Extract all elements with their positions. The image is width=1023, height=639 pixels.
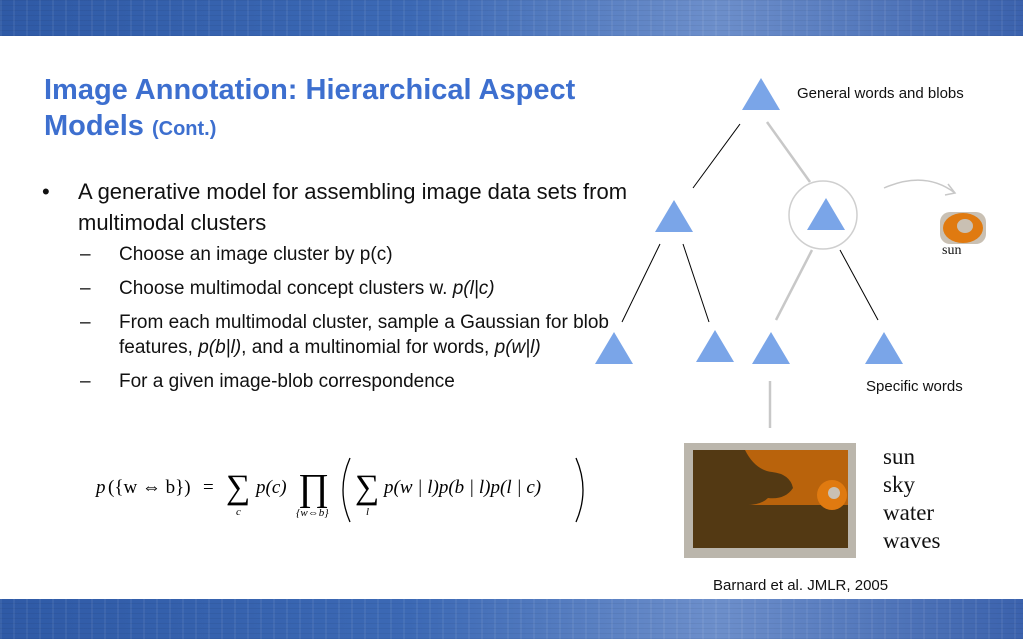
segmented-image <box>684 443 856 558</box>
tree-edge <box>692 123 741 189</box>
big-paren-left <box>342 457 351 523</box>
tree-edge <box>839 249 879 321</box>
sub-bullet-italic: p(l|c) <box>452 278 495 299</box>
sub-bullet-dash: – <box>80 278 91 299</box>
main-bullet: • A generative model for assembling imag… <box>42 176 632 238</box>
sub-bullet-text-after: , and a multinomial for words, <box>241 337 495 358</box>
sub-bullet-2: – Choose multimodal concept clusters w. … <box>80 276 632 301</box>
word-item: water <box>883 500 935 525</box>
sub-bullet-dash: – <box>80 371 91 392</box>
tree-edge <box>621 243 661 323</box>
sub-bullet-text: Choose an image cluster by p(c) <box>119 244 393 265</box>
formula-inner-product: p(w | l)p(b | l)p(l | c) <box>382 477 541 498</box>
product-subscript: {w⇔b} <box>296 507 329 519</box>
word-item: waves <box>883 528 941 553</box>
sum-c-symbol: ∑ <box>226 469 250 506</box>
label-specific-words: Specific words <box>866 378 963 395</box>
formula-pc: p(c) <box>254 477 287 498</box>
sum-c-subscript: c <box>236 506 241 518</box>
slide-title: Image Annotation: Hierarchical Aspect Mo… <box>44 72 654 147</box>
tree-edge <box>682 243 710 323</box>
sub-bullet-1: – Choose an image cluster by p(c) <box>80 242 632 267</box>
label-general-words: General words and blobs <box>797 85 964 102</box>
bullet-dot: • <box>42 179 50 204</box>
sun-blob-label: sun <box>942 243 962 258</box>
highlight-circle <box>788 180 858 250</box>
big-paren-right <box>575 457 584 523</box>
probability-formula: p ({w ⇔ b}) = ∑ c p(c) ∏ {w⇔b} ∑ l p(w |… <box>94 457 584 523</box>
triangle-leaf-4 <box>865 332 903 364</box>
formula-equals: = <box>203 477 214 498</box>
bottom-banner <box>0 599 1023 639</box>
citation: Barnard et al. JMLR, 2005 <box>713 577 889 594</box>
triangle-root <box>742 78 780 110</box>
sub-bullet-italic-2: p(w|l) <box>494 337 541 358</box>
sum-l-subscript: l <box>366 506 369 518</box>
sun-blob-icon <box>940 212 986 244</box>
sub-bullet-dash: – <box>80 312 91 333</box>
bullet-list: • A generative model for assembling imag… <box>42 176 632 403</box>
triangle-mid-left <box>655 200 693 232</box>
sub-bullet-list: – Choose an image cluster by p(c) – Choo… <box>80 242 632 394</box>
sub-bullet-text: From each multimodal cluster, sample a G… <box>119 312 609 358</box>
sub-bullet-dash: – <box>80 244 91 265</box>
sum-l-symbol: ∑ <box>355 469 379 506</box>
sub-bullet-3: – From each multimodal cluster, sample a… <box>80 310 632 360</box>
formula-lhs-p: p <box>94 477 106 498</box>
triangle-leaf-3 <box>752 332 790 364</box>
highlight-edge <box>774 249 814 321</box>
sub-bullet-text: Choose multimodal concept clusters w. <box>119 278 453 299</box>
sub-bullet-text: For a given image-blob correspondence <box>119 371 455 392</box>
triangle-mid-right <box>807 198 845 230</box>
sub-bullet-italic: p(b|l) <box>198 337 242 358</box>
product-symbol: ∏ <box>298 467 329 509</box>
arrow-curve <box>883 179 956 194</box>
main-bullet-text: A generative model for assembling image … <box>78 179 628 235</box>
word-item: sky <box>883 472 915 497</box>
word-item: sun <box>883 444 915 469</box>
formula-lhs-set: ({w ⇔ b}) <box>108 477 191 498</box>
highlight-edge <box>765 121 812 183</box>
title-suffix: (Cont.) <box>151 118 217 140</box>
arrow-head <box>944 183 957 196</box>
triangle-leaf-1 <box>595 332 633 364</box>
top-banner <box>0 0 1023 36</box>
sub-bullet-4: – For a given image-blob correspondence <box>80 369 632 394</box>
image-word-list: sun sky water waves <box>883 443 940 555</box>
title-main: Image Annotation: Hierarchical Aspect Mo… <box>44 74 576 142</box>
triangle-leaf-2 <box>696 330 734 362</box>
